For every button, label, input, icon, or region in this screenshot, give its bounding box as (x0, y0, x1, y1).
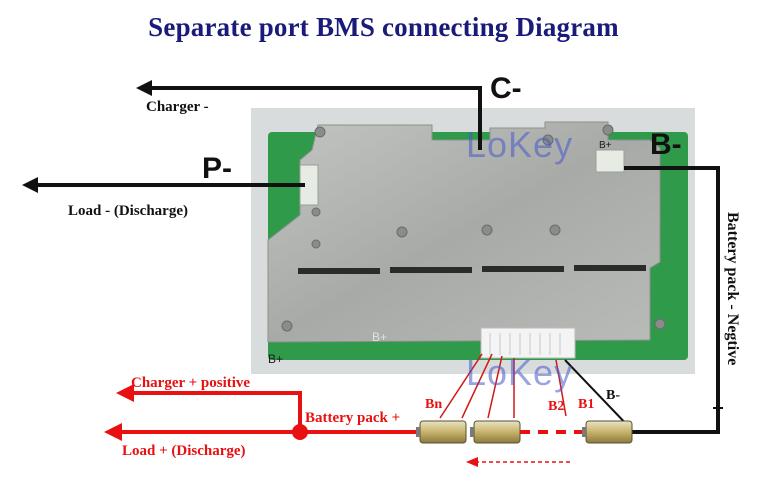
board-b-plus-top: B+ (599, 140, 612, 151)
page-title: Separate port BMS connecting Diagram (0, 12, 767, 43)
board-b-plus-left: B+ (268, 352, 283, 366)
charger-positive-label: Charger + positive (131, 375, 250, 392)
p-minus-arrowhead (22, 177, 38, 193)
direction-arrowhead (466, 457, 478, 467)
battery-cell-2 (470, 421, 520, 443)
c-minus-arrowhead (136, 80, 152, 96)
battery-pack-negative-label: Battery pack - Negtive (723, 212, 741, 365)
battery-pack-positive-label: Battery pack + (305, 410, 400, 427)
p-minus-label: P- (202, 152, 232, 186)
c-minus-label: C- (490, 72, 522, 106)
charger-negative-label: Charger - (146, 99, 209, 116)
battery-cell-bn (416, 421, 466, 443)
b-minus-label: B- (650, 128, 682, 162)
b-minus-pad (596, 150, 624, 172)
battery-cell-1 (582, 421, 632, 443)
b2-label: B2 (548, 399, 564, 415)
board-b-plus-right: B+ (372, 330, 387, 344)
load-positive-arrowhead (104, 423, 122, 441)
b-minus-small-label: B- (606, 388, 620, 404)
load-positive-label: Load + (Discharge) (122, 443, 246, 460)
watermark-bottom: LoKey (466, 352, 573, 394)
watermark-top: LoKey (466, 124, 573, 166)
b1-label: B1 (578, 397, 594, 413)
charger-positive-wire (132, 393, 300, 430)
load-negative-label: Load - (Discharge) (68, 203, 188, 220)
bn-label: Bn (425, 397, 442, 413)
